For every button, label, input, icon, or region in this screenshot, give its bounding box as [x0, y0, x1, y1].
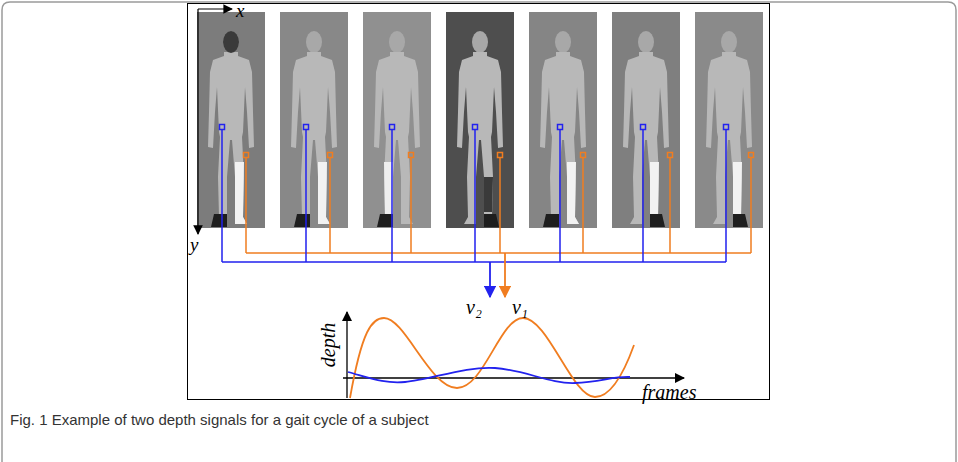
- axis-label: y: [190, 235, 198, 256]
- axis-label: frames: [642, 381, 696, 403]
- signal-label: v₂: [466, 296, 482, 318]
- figure-caption: Fig. 1 Example of two depth signals for …: [10, 412, 429, 429]
- axis-label: x: [236, 1, 244, 22]
- axis-label: depth: [317, 323, 339, 367]
- signal-label: v₁: [512, 296, 528, 318]
